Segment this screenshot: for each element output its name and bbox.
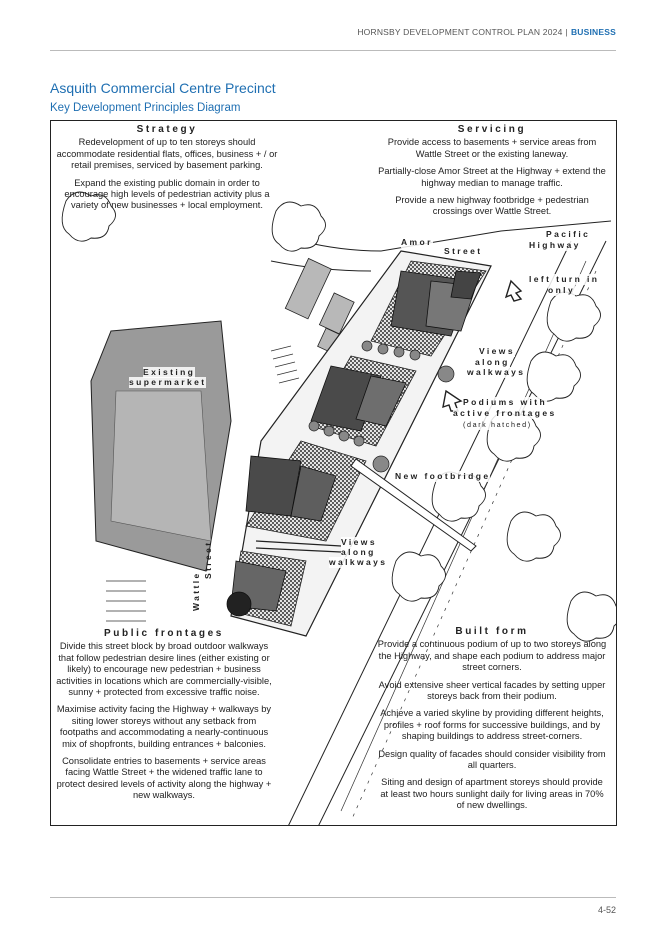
supermarket-roof	[110, 390, 212, 542]
built-form-paragraph-2: Avoid extensive sheer vertical facades b…	[378, 679, 606, 702]
label-podiums: Podiums with	[463, 397, 548, 408]
document-title: HORNSBY DEVELOPMENT CONTROL PLAN 2024	[357, 27, 563, 37]
label-highway: Highway	[529, 240, 581, 251]
built-form-heading: Built form	[455, 626, 529, 637]
section-name: BUSINESS	[570, 27, 616, 37]
label-walkways-b: walkways	[329, 557, 388, 568]
running-header: HORNSBY DEVELOPMENT CONTROL PLAN 2024|BU…	[357, 27, 616, 37]
public-frontages-block: Public frontages Divide this street bloc…	[53, 628, 275, 808]
public-frontages-paragraph-3: Consolidate entries to basements + servi…	[56, 756, 272, 801]
label-amor-street: Street	[444, 246, 483, 257]
callout-arrows	[442, 279, 523, 412]
small-buildings	[284, 257, 355, 355]
label-dark-hatched: (dark hatched)	[463, 419, 532, 430]
built-form-paragraph-5: Siting and design of apartment storeys s…	[380, 777, 604, 811]
public-frontages-paragraph-1: Divide this street block by broad outdoo…	[56, 641, 272, 698]
label-left-turn: left turn in	[529, 274, 600, 285]
label-existing: Existing	[143, 367, 196, 378]
label-new-footbridge: New footbridge	[395, 471, 491, 482]
page-heading: Asquith Commercial Centre Precinct	[50, 80, 276, 96]
strategy-block: Strategy Redevelopment of up to ten stor…	[53, 124, 281, 218]
label-active-frontages: active frontages	[453, 408, 557, 419]
built-form-paragraph-3: Achieve a varied skyline by providing di…	[380, 708, 604, 742]
header-rule	[50, 50, 616, 51]
label-supermarket: supermarket	[129, 377, 207, 388]
label-views-a: Views	[479, 346, 515, 357]
page-number: 4-52	[597, 905, 616, 915]
label-along-a: along	[475, 357, 510, 368]
label-wattle: Wattle	[191, 571, 201, 611]
servicing-heading: Servicing	[457, 124, 527, 135]
label-amor: Amor	[401, 237, 433, 248]
label-wattle-street: Street	[203, 540, 213, 580]
servicing-paragraph-1: Provide access to basements + service ar…	[387, 137, 597, 159]
footbridge	[350, 458, 477, 552]
built-form-paragraph-1: Provide a continuous podium of up to two…	[377, 639, 607, 673]
strategy-paragraph-1: Redevelopment of up to ten storeys shoul…	[56, 137, 278, 171]
label-pacific: Pacific	[546, 229, 591, 240]
footer-rule	[50, 897, 616, 898]
tower-buildings	[226, 270, 482, 617]
servicing-paragraph-3: Provide a new highway footbridge + pedes…	[395, 195, 589, 217]
label-walkways-a: walkways	[467, 367, 526, 378]
diagram-frame: Strategy Redevelopment of up to ten stor…	[50, 120, 617, 826]
public-frontages-heading: Public frontages	[104, 628, 224, 639]
label-views-b: Views	[341, 537, 377, 548]
parking-stripes	[106, 345, 300, 622]
view-lines	[255, 540, 342, 553]
header-separator: |	[565, 27, 568, 37]
page-subheading: Key Development Principles Diagram	[50, 102, 241, 114]
label-left-turn-only: only	[548, 285, 576, 296]
strategy-heading: Strategy	[136, 124, 198, 135]
walkway-trees	[308, 340, 455, 473]
label-along-b: along	[341, 547, 376, 558]
built-form-paragraph-4: Design quality of facades should conside…	[378, 748, 606, 771]
public-frontages-paragraph-2: Maximise activity facing the Highway + w…	[56, 704, 272, 749]
servicing-paragraph-2: Partially-close Amor Street at the Highw…	[378, 166, 606, 188]
strategy-paragraph-2: Expand the existing public domain in ord…	[64, 177, 270, 211]
built-form-block: Built form Provide a continuous podium o…	[377, 626, 607, 818]
servicing-block: Servicing Provide access to basements + …	[377, 124, 607, 224]
